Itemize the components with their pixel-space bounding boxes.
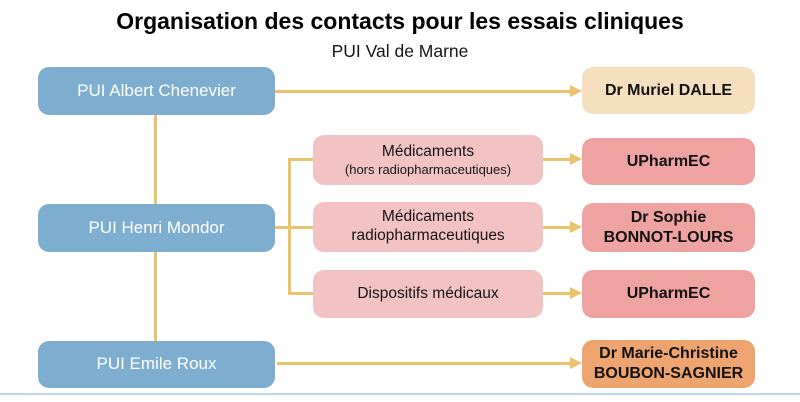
node-medicaments-radiopharmaceutiques: Médicaments radiopharmaceutiques [313,202,543,252]
node-label: Dr Muriel DALLE [604,81,733,99]
node-pui-albert-chenevier: PUI Albert Chenevier [38,67,275,115]
page-title: Organisation des contacts pour les essai… [116,8,684,34]
arrowhead-chenevier-to-dalle-icon [570,85,582,97]
node-dr-sophie-bonnot-lours: Dr Sophie BONNOT-LOURS [582,203,755,252]
node-label: Dispositifs médicaux [357,284,499,302]
node-pui-emile-roux: PUI Emile Roux [38,341,275,388]
node-upharmec-2: UPharmEC [582,270,755,318]
arrowhead-dispositifs-to-upharmec-icon [570,287,582,299]
page-subtitle: PUI Val de Marne [331,41,469,61]
node-label-line2: BONNOT-LOURS [603,228,734,246]
node-label-line2: radiopharmaceutiques [351,227,505,244]
connector-mondor-stub-row3 [288,292,315,295]
node-dispositifs-medicaux: Dispositifs médicaux [313,270,543,318]
connector-mondor-stub-row1 [288,158,315,161]
arrowhead-radio-to-bonnot-icon [570,221,582,233]
node-upharmec-1: UPharmEC [582,138,755,185]
connector-mondor-stub-row2 [275,226,315,229]
node-medicaments-hors-radio: Médicaments (hors radiopharmaceutiques) [313,135,543,185]
node-pui-henri-mondor: PUI Henri Mondor [38,204,275,252]
node-label: UPharmEC [626,285,711,303]
node-label-line1: Dr Marie-Christine [599,345,738,363]
bottom-divider [0,393,800,395]
arrowhead-roux-to-boubon-icon [570,357,582,369]
connector-medicaments-to-upharmec [543,158,572,161]
node-label: UPharmEC [626,152,711,170]
node-label-line2: BOUBON-SAGNIER [593,365,744,382]
connector-radio-to-bonnot [543,226,572,229]
node-dr-marie-christine-boubon-sagnier: Dr Marie-Christine BOUBON-SAGNIER [582,340,755,388]
node-label: PUI Henri Mondor [88,217,225,237]
node-label-line1: Médicaments [381,142,475,160]
connector-chenevier-to-dalle [275,90,572,93]
node-label: PUI Albert Chenevier [77,80,236,100]
node-label-line1: Médicaments [381,208,475,226]
node-dr-muriel-dalle: Dr Muriel DALLE [582,67,755,114]
arrowhead-medicaments-to-upharmec-icon [570,153,582,165]
connector-roux-to-boubon [277,362,572,365]
node-label-line2: (hors radiopharmaceutiques) [344,161,512,177]
connector-dispositifs-to-upharmec [543,292,572,295]
connector-mondor-bracket-vertical [288,158,291,295]
node-label-line1: Dr Sophie [630,208,707,226]
node-label: PUI Emile Roux [96,354,217,374]
